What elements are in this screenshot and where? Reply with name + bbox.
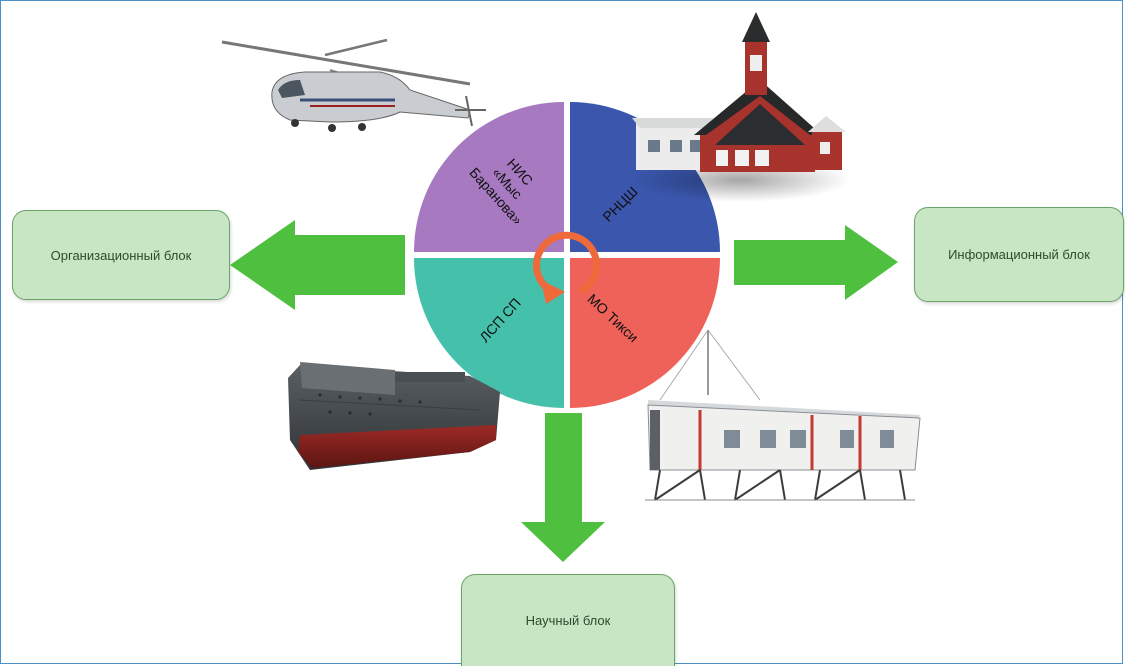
- cycle-arrow-head-icon: [541, 280, 565, 304]
- helicopter-picture: [221, 38, 486, 132]
- arrow-to-scientific-block: [521, 413, 605, 562]
- cycle-arrow-icon: [533, 231, 600, 296]
- informational-block: Информационный блок: [914, 207, 1124, 302]
- organizational-block: Организационный блок: [12, 210, 230, 300]
- polar-station-picture: [645, 329, 921, 501]
- informational-block-label: Информационный блок: [948, 247, 1090, 262]
- organizational-block-label: Организационный блок: [50, 247, 192, 263]
- church-building-picture: [630, 12, 850, 202]
- research-vessel-picture: [288, 362, 500, 470]
- scientific-block-label: Научный блок: [525, 613, 611, 628]
- arrow-to-organizational-block: [230, 220, 405, 310]
- arrow-to-informational-block: [734, 225, 898, 300]
- segment-lsp-sp: [414, 258, 564, 408]
- segment-nis-mys-baranova: [414, 102, 564, 252]
- segment-mo-tiksi: [570, 258, 720, 408]
- scientific-block: Научный блок: [461, 574, 675, 666]
- cycle-wheel: [414, 102, 720, 408]
